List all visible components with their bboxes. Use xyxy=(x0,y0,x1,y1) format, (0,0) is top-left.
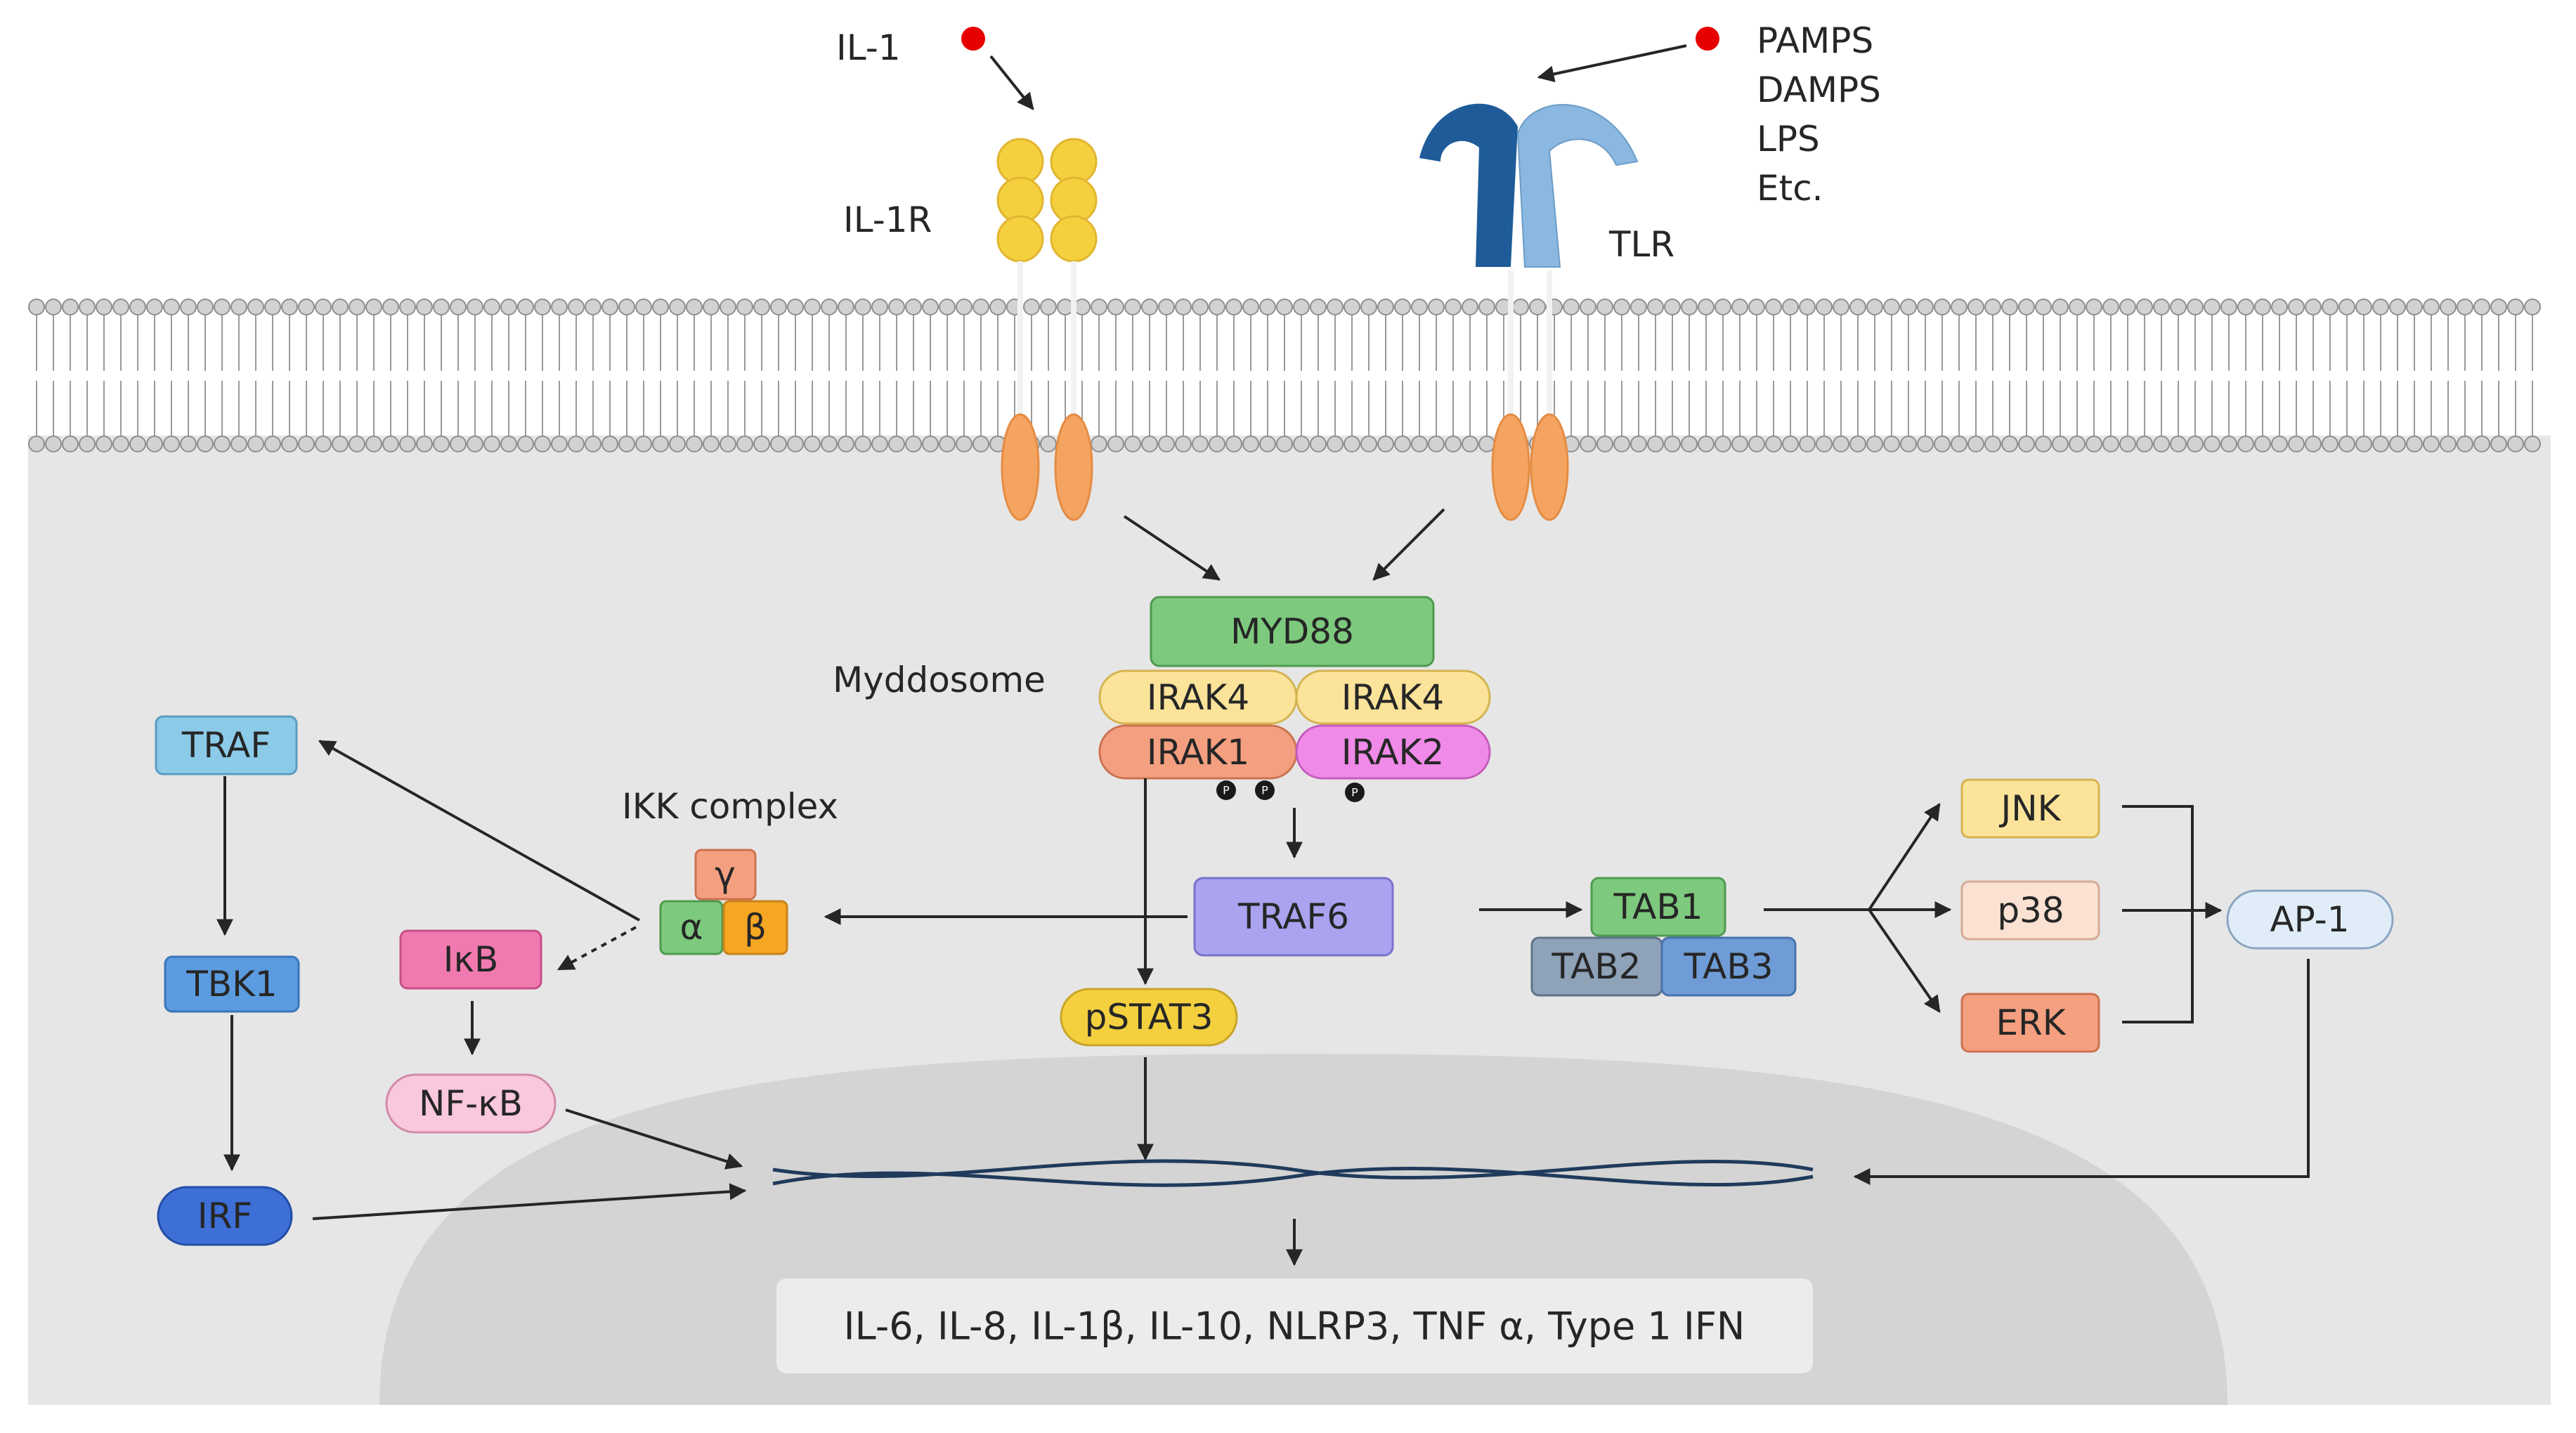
tlr-receptor xyxy=(1419,103,1639,521)
pamps-label: PAMPS xyxy=(1757,20,1873,61)
tlr-binding-arrow xyxy=(1537,44,1687,83)
irak1-label: IRAK1 xyxy=(1147,732,1249,773)
il1-ligand-dot xyxy=(961,27,985,51)
tab2-label: TAB2 xyxy=(1552,946,1641,987)
myd88-label: MYD88 xyxy=(1230,611,1354,652)
pamp-ligand-dot xyxy=(1696,27,1719,51)
irak2-label: IRAK2 xyxy=(1341,732,1444,773)
irf-label: IRF xyxy=(197,1196,252,1236)
mapk-to-ap1-arrows xyxy=(2122,805,2223,1023)
myd88-box xyxy=(1150,596,1435,667)
tab3-box xyxy=(1660,936,1797,997)
il1-label: IL-1 xyxy=(836,27,901,68)
lps-label: LPS xyxy=(1757,119,1820,159)
tlr-to-myd88-arrow xyxy=(1372,508,1445,581)
pstat3-box xyxy=(1060,988,1238,1047)
ikk-gamma-box xyxy=(694,849,757,901)
ikk-to-traf-arrow xyxy=(318,740,640,922)
erk-box xyxy=(1960,993,2100,1053)
ikk-complex-label: IKK complex xyxy=(622,786,838,827)
il1r-label: IL-1R xyxy=(843,199,932,240)
ap1-to-dna-arrow xyxy=(1853,959,2310,1185)
pstat3-label: pSTAT3 xyxy=(1085,997,1214,1038)
irak4-right-label: IRAK4 xyxy=(1341,677,1444,718)
dna-helix xyxy=(772,1159,1814,1187)
ikk-beta-box xyxy=(722,900,788,955)
erk-label: ERK xyxy=(1996,1002,2066,1043)
jnk-label: JNK xyxy=(1999,788,2062,829)
irf-box xyxy=(157,1186,293,1246)
nfkb-box xyxy=(385,1073,557,1134)
irf-to-dna-arrow xyxy=(312,1183,747,1220)
tab1-box xyxy=(1590,877,1726,937)
cell-membrane xyxy=(28,299,2541,452)
tab3-label: TAB3 xyxy=(1684,946,1774,987)
il1r-receptor xyxy=(996,138,1098,521)
etc-label: Etc. xyxy=(1757,168,1823,209)
il1-binding-arrow xyxy=(989,55,1034,110)
irak2-box xyxy=(1295,724,1491,780)
traf6-label: TRAF6 xyxy=(1237,896,1349,937)
traf-box xyxy=(155,715,298,776)
ikk-alpha-label: α xyxy=(680,907,703,948)
ap1-label: AP-1 xyxy=(2270,899,2349,940)
output-box xyxy=(776,1278,1813,1373)
phospho-label-3: P xyxy=(1351,786,1358,799)
tbk1-box xyxy=(164,955,300,1013)
ikb-label: IκB xyxy=(443,939,499,980)
damps-label: DAMPS xyxy=(1757,70,1881,110)
p38-box xyxy=(1960,880,2100,941)
phospho-label-1: P xyxy=(1223,784,1230,797)
traf-label: TRAF xyxy=(181,725,271,766)
jnk-box xyxy=(1960,778,2100,839)
traf6-box xyxy=(1193,877,1394,957)
tab-to-mapk-arrows xyxy=(1764,803,1952,1013)
nfkb-to-dna-arrow xyxy=(565,1108,743,1170)
phospho-label-2: P xyxy=(1261,784,1268,797)
irak4-right-box xyxy=(1295,669,1491,725)
output-text: IL-6, IL-8, IL-1β, IL-10, NLRP3, TNF α, … xyxy=(844,1304,1745,1349)
tbk1-label: TBK1 xyxy=(186,964,277,1005)
ikk-to-ikb-arrow xyxy=(557,926,637,971)
il1r-to-myd88-arrow xyxy=(1123,515,1221,581)
ap1-box xyxy=(2226,889,2394,950)
ikk-gamma-label: γ xyxy=(715,854,736,895)
ikk-beta-label: β xyxy=(744,907,767,948)
ikk-alpha-box xyxy=(659,900,724,955)
nfkb-label: NF-κB xyxy=(419,1083,523,1124)
phosphorylation-markers: P P P xyxy=(1216,780,1365,802)
tab1-label: TAB1 xyxy=(1613,886,1703,927)
p38-label: p38 xyxy=(1997,890,2064,931)
ikb-box xyxy=(399,929,542,990)
myddosome-label: Myddosome xyxy=(833,660,1046,700)
tlr-label: TLR xyxy=(1608,224,1674,265)
irak4-left-label: IRAK4 xyxy=(1147,677,1249,718)
